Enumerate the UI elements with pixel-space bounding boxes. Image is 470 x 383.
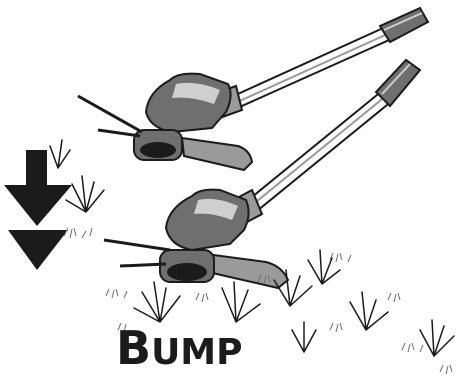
trimmer-lower-line [104, 240, 170, 250]
grass-tuft-icon [308, 250, 340, 284]
grass [50, 140, 454, 356]
grass-tuft-icon [66, 176, 104, 212]
bump-label-rest: UMP [151, 332, 242, 373]
grass-tuft-icon [50, 140, 70, 168]
grass-tuft-icon [420, 320, 454, 356]
grass-tuft-icon [292, 322, 316, 352]
trimmer-upper-guard [182, 138, 252, 170]
trimmer-lower-grip [376, 60, 420, 106]
bump-label: BUMP [116, 321, 243, 375]
grass-tuft-icon [222, 282, 260, 322]
trimmer-upper-line [78, 96, 142, 132]
down-arrow-head-icon [8, 230, 68, 270]
grass-tuft-icon [350, 292, 388, 330]
trimmer-upper-head [146, 74, 231, 132]
down-arrows [4, 150, 72, 270]
trimmer-lower-head [166, 190, 249, 250]
bump-label-first: B [116, 321, 151, 375]
trimmer-upper [78, 8, 428, 170]
grass-tuft-icon [134, 282, 180, 322]
